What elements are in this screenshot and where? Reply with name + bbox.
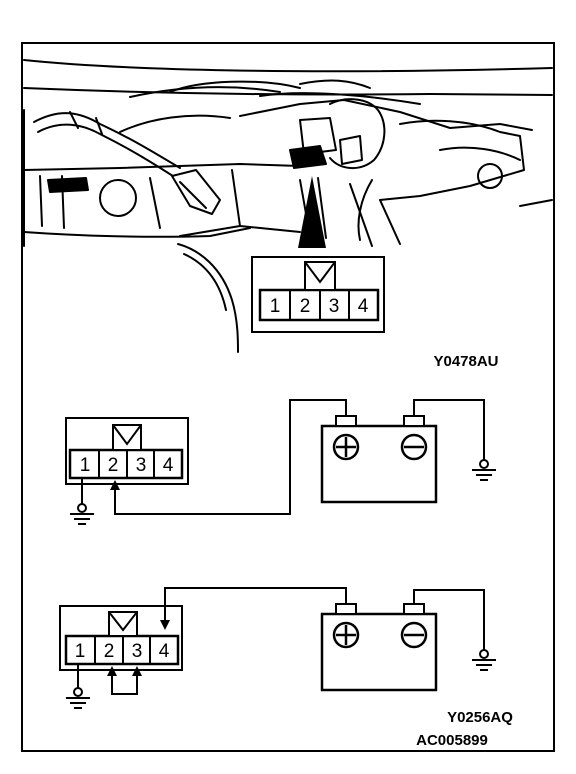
jumper-wire-pins-2-3	[111, 672, 138, 695]
bottom-figure-code: Y0256AQ	[447, 709, 513, 726]
top-pin-4: 4	[358, 296, 369, 317]
d1-pin-1: 1	[80, 455, 91, 476]
positive-terminal-icon	[332, 433, 360, 461]
engine-bay-illustration	[23, 59, 553, 353]
ground-icon	[70, 503, 94, 525]
connector-top-view: 1 2 3 4	[258, 261, 380, 322]
d2-pin-4: 4	[159, 641, 170, 662]
d1-pin-3: 3	[136, 455, 147, 476]
ground-icon	[472, 459, 496, 481]
top-pin-2: 2	[300, 296, 311, 317]
negative-terminal-icon	[400, 621, 428, 649]
ground-icon	[472, 649, 496, 671]
test-diagram-1: 1 2 3 4	[65, 399, 496, 525]
d2-pin-3: 3	[132, 641, 143, 662]
outer-frame	[21, 42, 555, 752]
pin-2-arrow	[110, 480, 120, 490]
test-diagram-2: 1 2 3 4	[59, 587, 496, 709]
d1-pin-4: 4	[163, 455, 174, 476]
d1-pin-2: 2	[108, 455, 119, 476]
jumper-wire-positive	[164, 587, 347, 622]
ground-icon	[66, 687, 90, 709]
top-pin-1: 1	[270, 296, 281, 317]
battery-1	[320, 424, 438, 504]
d2-pin-2: 2	[104, 641, 115, 662]
top-figure-code: Y0478AU	[433, 353, 498, 370]
top-pin-3: 3	[329, 296, 340, 317]
negative-terminal-icon	[400, 433, 428, 461]
positive-terminal-icon	[332, 621, 360, 649]
d2-pin-1: 1	[75, 641, 86, 662]
jumper-wire-positive	[114, 399, 347, 515]
pointer-arrow	[298, 176, 326, 248]
battery-2	[320, 612, 438, 692]
document-code: AC005899	[416, 732, 488, 749]
